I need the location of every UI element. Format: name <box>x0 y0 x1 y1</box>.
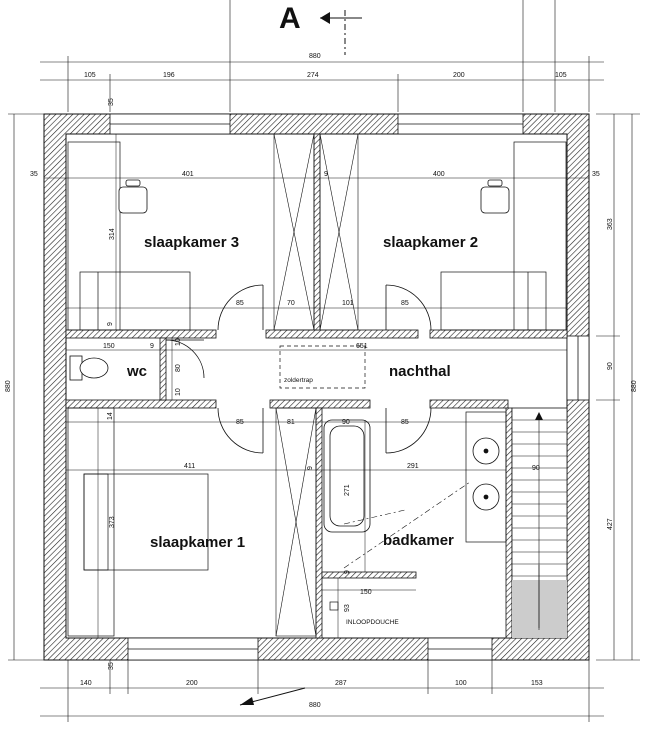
dim-d85b: 85 <box>401 300 409 307</box>
dim-v10b: 10 <box>175 388 182 396</box>
staircase <box>511 407 568 639</box>
dim-h150b: 150 <box>360 589 372 596</box>
room-nachthal: nachthal <box>389 363 451 380</box>
bottom-dimensions <box>40 660 604 722</box>
dim-b140: 140 <box>80 680 92 687</box>
attic-hatch: zoldertrap <box>279 345 366 389</box>
dim-top-200: 200 <box>453 72 465 79</box>
dim-b287: 287 <box>335 680 347 687</box>
dim-d101: 101 <box>342 300 354 307</box>
dim-d85a: 85 <box>236 300 244 307</box>
room-slaapkamer-1: slaapkamer 1 <box>150 534 245 551</box>
dim-left-35: 35 <box>30 171 38 178</box>
attic-hatch-label: zoldertrap <box>284 377 313 384</box>
dim-h314: 314 <box>109 228 116 240</box>
dim-b35: 35 <box>108 662 115 670</box>
toilet-icon <box>69 355 109 381</box>
dim-h373: 373 <box>109 516 116 528</box>
dim-b153: 153 <box>531 680 543 687</box>
dim-w400: 400 <box>433 171 445 178</box>
dim-h9: 9 <box>150 343 154 350</box>
dim-d81: 81 <box>287 419 295 426</box>
shower-label: INLOOPDOUCHE <box>346 619 399 626</box>
dim-b100: 100 <box>455 680 467 687</box>
dim-inner-9: 9 <box>324 171 328 178</box>
dim-h427: 427 <box>607 518 614 530</box>
dim-right-35: 35 <box>592 171 600 178</box>
dim-top-196: 196 <box>163 72 175 79</box>
sink-icon <box>472 483 500 511</box>
dim-top-35: 35 <box>108 98 115 106</box>
dim-v93: 93 <box>344 604 351 612</box>
dim-h651: 651 <box>356 343 368 350</box>
dim-w411: 411 <box>184 463 195 470</box>
bathtub-icon <box>323 419 371 533</box>
dim-top-105a: 105 <box>84 72 96 79</box>
dim-d85d: 85 <box>401 419 409 426</box>
dim-h9b: 9 <box>307 466 314 470</box>
dim-d70: 70 <box>287 300 295 307</box>
furniture <box>67 141 567 637</box>
dim-right-90: 90 <box>607 362 614 370</box>
dim-v80: 80 <box>175 364 182 372</box>
dim-v271: 271 <box>344 484 351 496</box>
dim-v9c: 9 <box>344 570 351 574</box>
dim-top-274: 274 <box>307 72 319 79</box>
dim-stair-90: 90 <box>532 465 540 472</box>
dim-h150: 150 <box>103 343 115 350</box>
door-swings <box>165 284 432 454</box>
dim-right-880: 880 <box>631 380 638 392</box>
side-dimensions <box>8 113 640 661</box>
drain-icon <box>329 601 339 611</box>
dim-top-total: 880 <box>309 53 321 60</box>
room-badkamer: badkamer <box>383 532 454 549</box>
dim-w401: 401 <box>182 171 194 178</box>
room-slaapkamer-2: slaapkamer 2 <box>383 234 478 251</box>
section-marker: A <box>279 2 362 55</box>
dim-h363: 363 <box>607 218 614 230</box>
section-label: A <box>279 2 301 35</box>
diagonal-dimension <box>343 481 471 569</box>
chair-icon <box>480 179 510 214</box>
top-dimensions <box>40 0 604 112</box>
dim-d90: 90 <box>342 419 350 426</box>
dim-top-105b: 105 <box>555 72 567 79</box>
sink-icon <box>472 437 500 465</box>
dim-b200: 200 <box>186 680 198 687</box>
dim-w291: 291 <box>407 463 419 470</box>
chair-icon <box>118 179 148 214</box>
room-wc: wc <box>126 363 147 380</box>
dim-left-880: 880 <box>5 380 12 392</box>
wardrobes <box>273 133 359 637</box>
dim-bottom-total: 880 <box>309 702 321 709</box>
interior-walls <box>65 133 568 639</box>
dim-d85c: 85 <box>236 419 244 426</box>
room-slaapkamer-3: slaapkamer 3 <box>144 234 239 251</box>
exterior-walls <box>43 113 590 661</box>
dim-t9: 9 <box>107 322 114 326</box>
dim-v14: 14 <box>107 412 114 420</box>
interior-dimension-lines <box>44 134 589 638</box>
north-arrow-icon <box>239 687 306 706</box>
dim-v10a: 10 <box>175 338 182 346</box>
